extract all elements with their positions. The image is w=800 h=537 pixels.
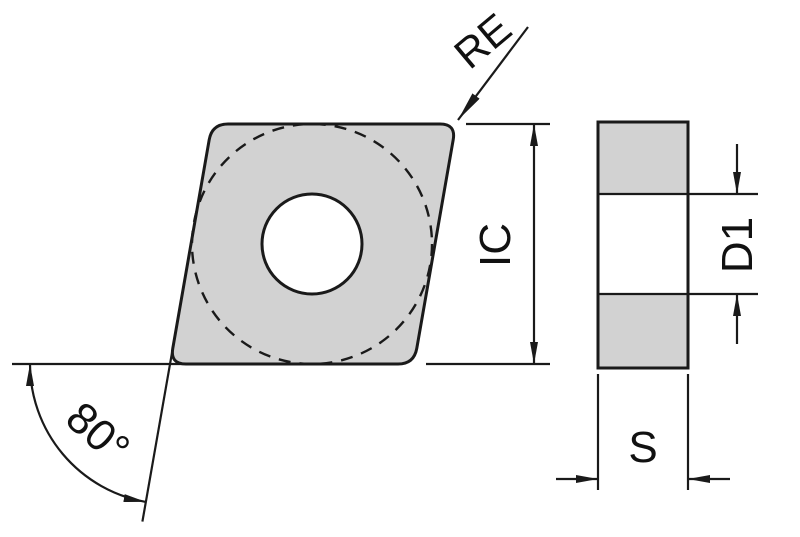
side-view-top-band <box>598 122 688 194</box>
center-hole <box>260 192 364 296</box>
inscribed-circle-dashed <box>190 122 434 366</box>
edge-extension-line <box>141 352 174 522</box>
ic-label: IC <box>471 223 520 267</box>
side-view: D1 S <box>556 120 762 490</box>
re-leader-arrow <box>457 26 529 121</box>
front-view: 80° RE IC <box>12 4 550 522</box>
d1-label: D1 <box>713 217 762 273</box>
side-view-outline <box>596 120 690 370</box>
angle-arc <box>26 363 146 503</box>
side-view-bottom-band <box>598 294 688 368</box>
re-label: RE <box>445 4 520 78</box>
s-label: S <box>628 423 657 472</box>
